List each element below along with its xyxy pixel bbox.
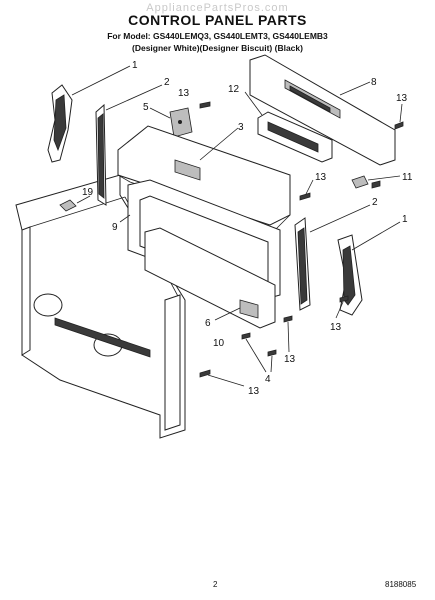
clip-part-11 [351,175,401,189]
model-list: For Model: GS440LEMQ3, GS440LEMT3, GS440… [107,31,328,41]
callout-12: 12 [228,84,240,95]
clip-part-19 [59,195,91,212]
callout-9: 9 [112,222,118,233]
watermark: AppliancePartsPros.com [146,2,289,14]
callout-11: 11 [402,172,413,183]
callout-1-right: 1 [402,214,408,225]
callout-13-f: 13 [248,386,260,397]
callout-13-e: 13 [284,354,296,365]
end-cap-right-part-1 [337,221,401,316]
callout-5: 5 [143,102,149,113]
model-variants: (Designer White)(Designer Biscuit) (Blac… [132,43,303,53]
callout-3: 3 [238,122,244,133]
document-number: 8188085 [385,580,417,589]
screws-part-13 [199,103,404,387]
callout-2-top: 2 [164,77,170,88]
callout-19: 19 [82,187,94,198]
page-title: CONTROL PANEL PARTS [128,12,307,28]
callout-13-d: 13 [330,322,342,333]
callout-1-top: 1 [132,60,138,71]
callout-13-a: 13 [178,88,190,99]
lower-trim-part-6 [144,227,276,329]
electronic-control-part-12 [244,91,333,163]
plate-part-5 [149,101,211,138]
rear-housing-part-8 [249,54,396,166]
callout-4: 4 [265,374,271,385]
end-cap-left-part-1 [47,65,131,163]
page-number: 2 [213,580,218,589]
callout-10: 10 [213,338,225,349]
callout-13-b: 13 [396,93,408,104]
bracket-right-part-2 [294,204,371,311]
control-panel-part-3 [117,125,291,231]
callout-13-c: 13 [315,172,327,183]
bracket-left-part-2 [95,84,163,206]
callout-2-right: 2 [372,197,378,208]
callout-8: 8 [371,77,377,88]
callout-6: 6 [205,318,211,329]
